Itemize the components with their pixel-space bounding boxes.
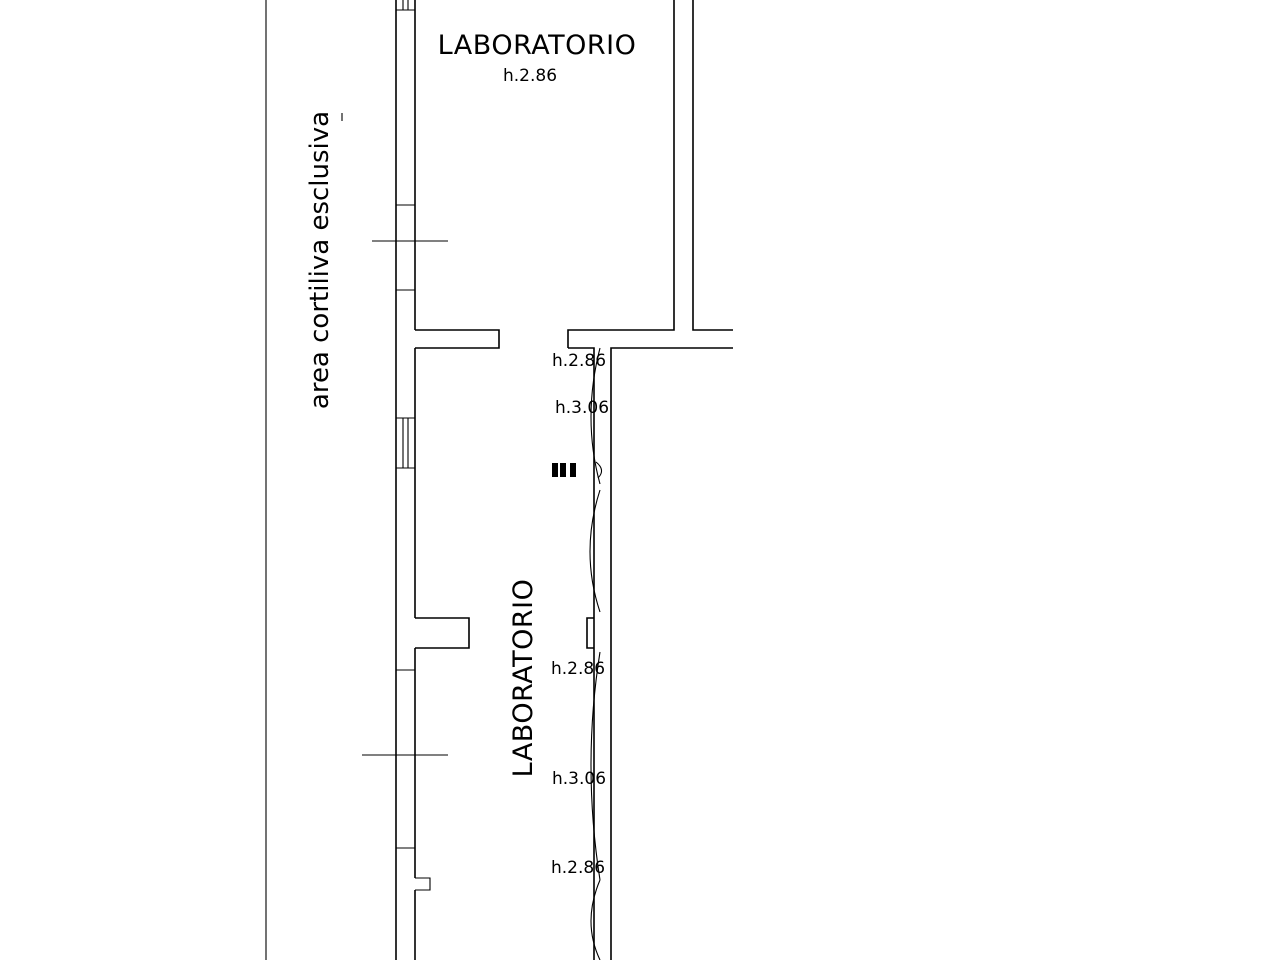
height-label-4: h.3.06 bbox=[552, 769, 606, 789]
room-name-top: LABORATORIO bbox=[438, 30, 637, 61]
exterior-wall-left bbox=[395, 0, 431, 960]
height-label-5: h.2.86 bbox=[551, 858, 605, 878]
height-label-1: h.2.86 bbox=[552, 351, 606, 371]
upper-room-walls bbox=[415, 0, 733, 960]
room-name-corridor: LABORATORIO bbox=[508, 579, 539, 778]
height-label-2: h.3.06 bbox=[555, 398, 609, 418]
room-height-top: h.2.86 bbox=[503, 66, 557, 86]
overlapping-text-marks bbox=[552, 461, 603, 479]
courtyard-label: area cortiliva esclusiva bbox=[305, 111, 335, 409]
corridor-walls bbox=[415, 347, 595, 960]
door-swings bbox=[589, 347, 601, 960]
height-label-3: h.2.86 bbox=[551, 659, 605, 679]
